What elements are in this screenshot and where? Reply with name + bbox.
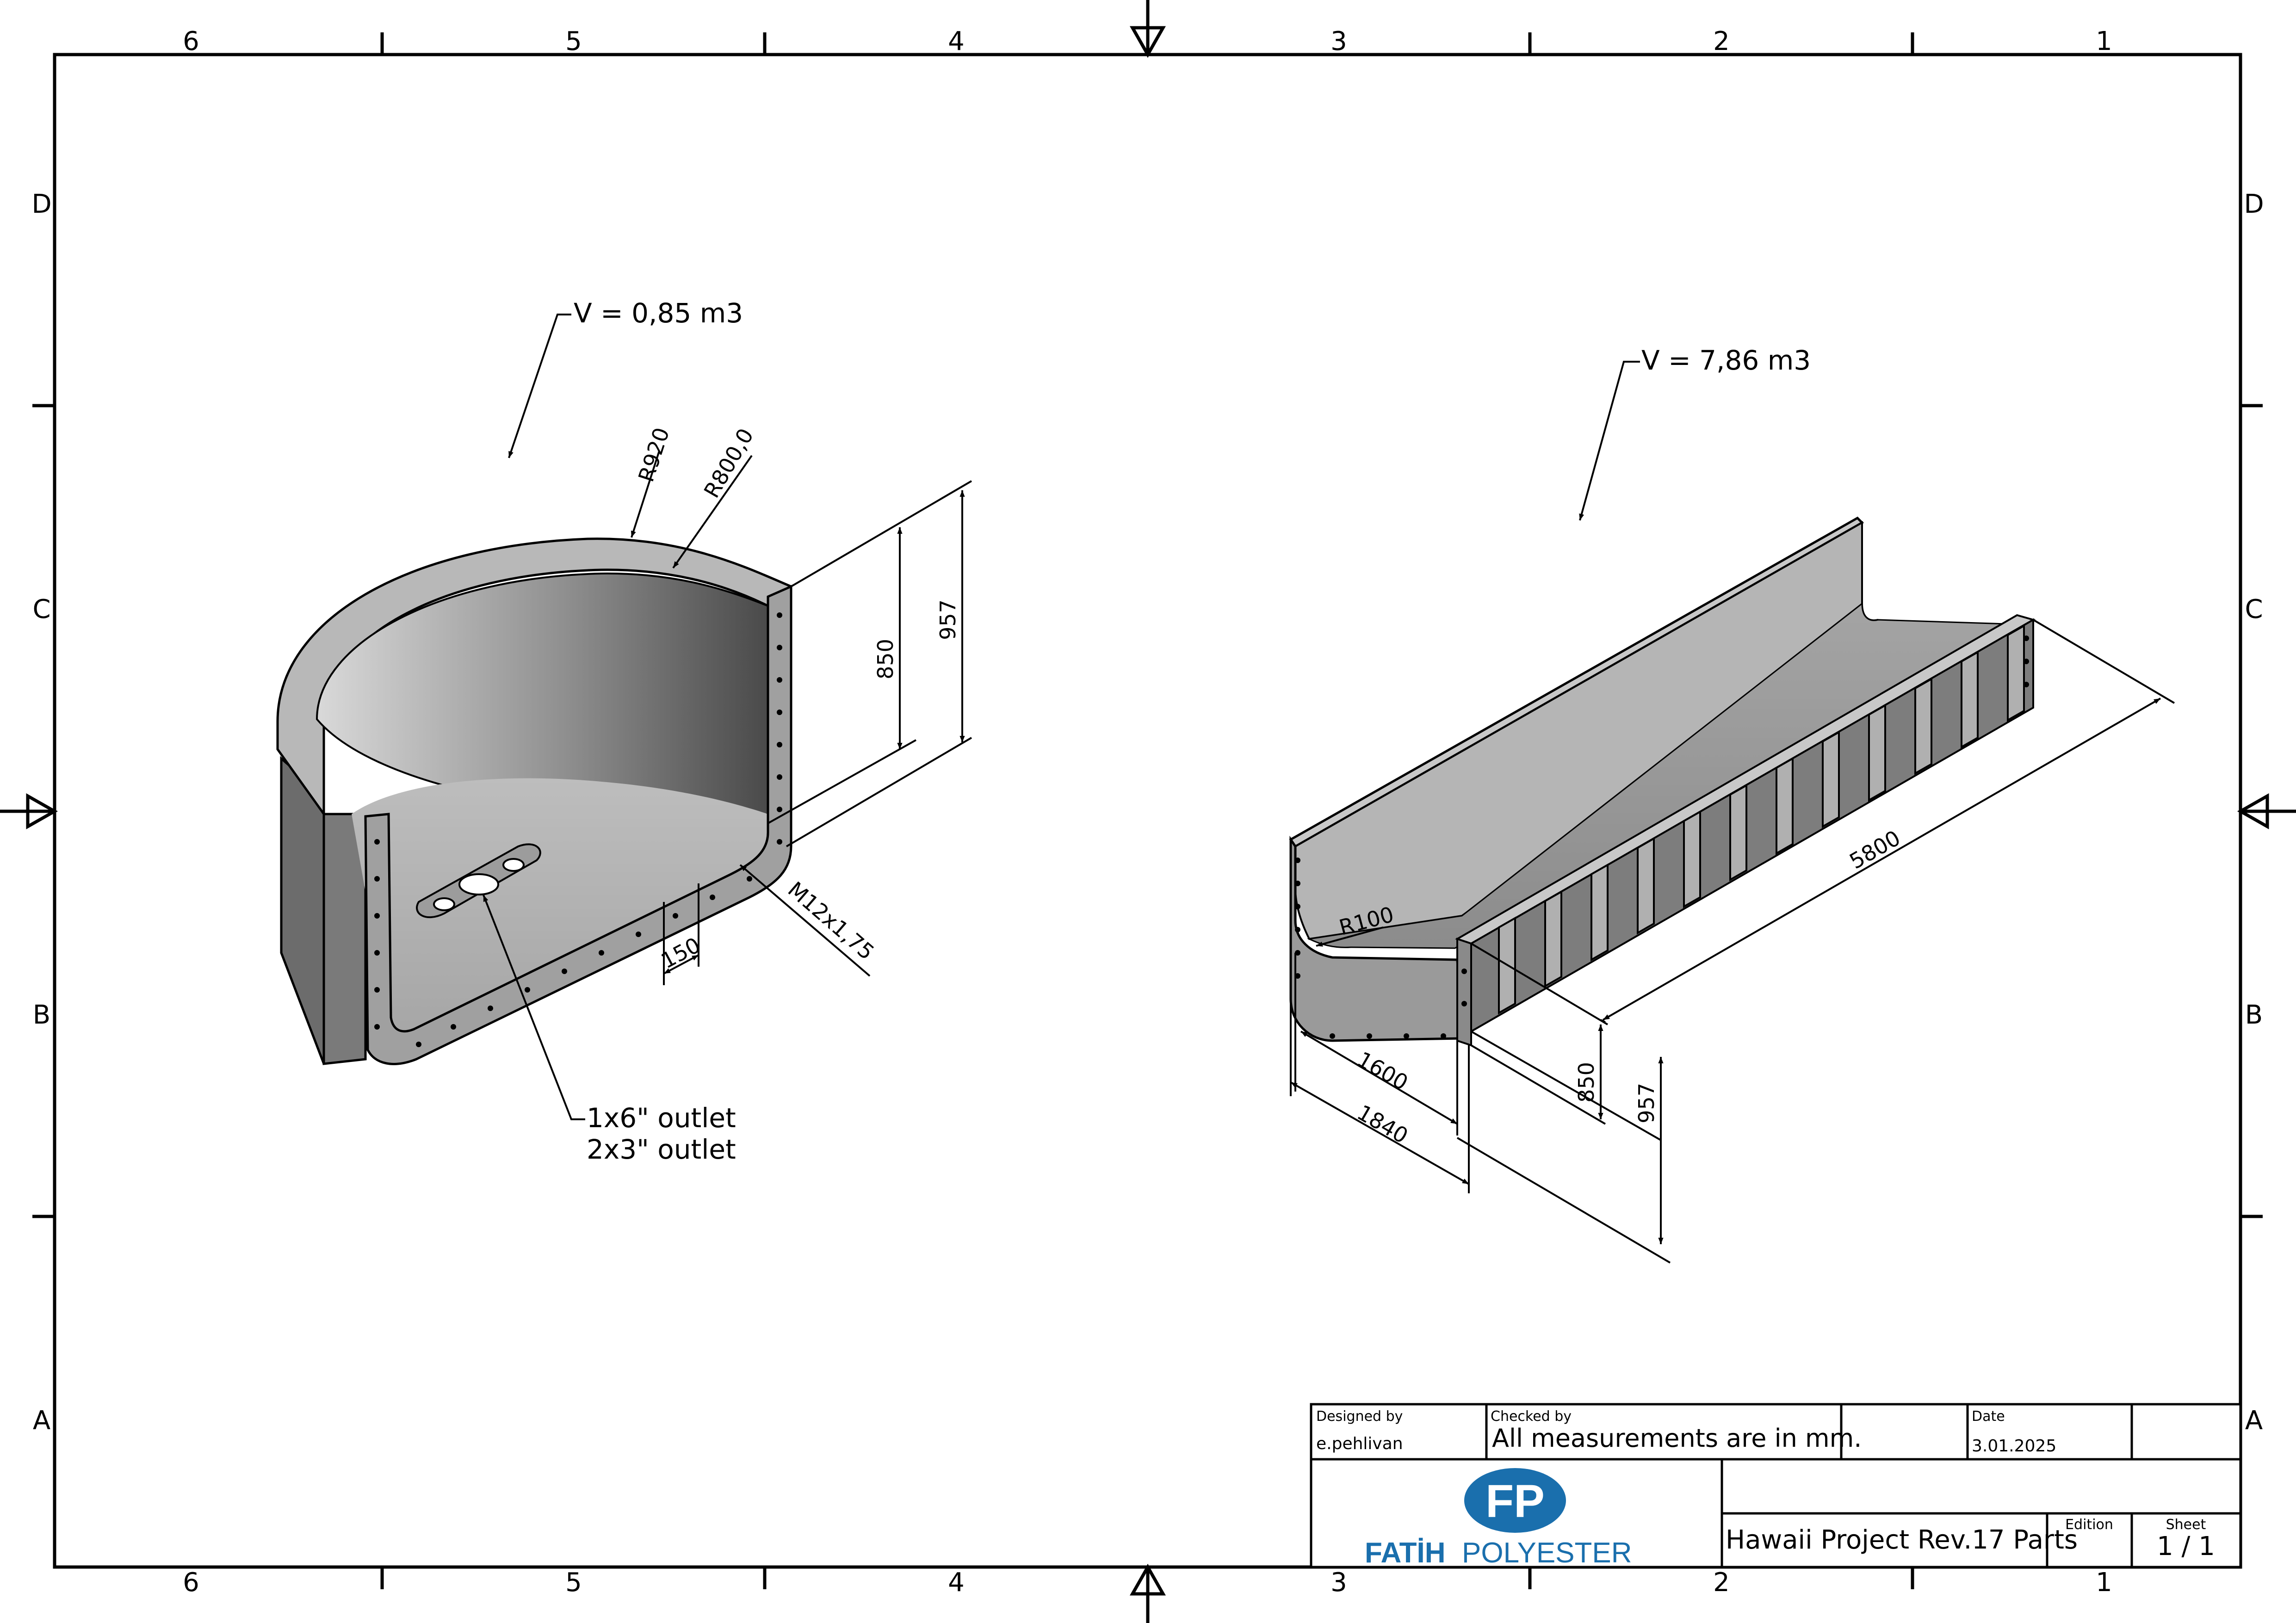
sheet-value: 1 / 1 — [2157, 1531, 2215, 1561]
zone-ticks — [32, 32, 2263, 1589]
checked-by-label: Checked by — [1491, 1408, 1572, 1425]
left-outer-radius-leader — [631, 450, 660, 538]
zone-col-bottom-4: 4 — [948, 1567, 965, 1598]
right-length-dim — [1470, 619, 2175, 1025]
zone-col-top-2: 2 — [1713, 26, 1730, 56]
title-block: Designed by e.pehlivan Checked by All me… — [1310, 1403, 2242, 1569]
zone-col-bottom-2: 2 — [1713, 1567, 1730, 1598]
left-part-view: V = 0,85 m3 R920 R800,0 850 957 M12x1,75… — [276, 297, 972, 1165]
zone-col-top-5: 5 — [565, 26, 582, 56]
right-part-front-wall — [1456, 938, 1472, 1047]
left-part-floor — [352, 778, 768, 1036]
zone-row-left-a: A — [33, 1406, 50, 1436]
designed-by-label: Designed by — [1316, 1408, 1403, 1425]
zone-row-right-d: D — [2244, 189, 2264, 219]
drawing-title: Hawaii Project Rev.17 Parts — [1726, 1525, 2078, 1555]
date-label: Date — [1972, 1408, 2005, 1425]
left-outlet-label-1: 1x6" outlet — [587, 1102, 736, 1134]
left-part-outlets — [416, 843, 541, 919]
left-height-outer-dim: 957 — [935, 599, 960, 640]
date-value: 3.01.2025 — [1972, 1437, 2056, 1456]
left-part-cut-face — [364, 585, 792, 1065]
right-width-inner-dim: 1600 — [1353, 1047, 1412, 1095]
left-outer-radius-dim: R920 — [633, 425, 674, 485]
checked-by-value: All measurements are in mm. — [1492, 1424, 1862, 1453]
sheet-label: Sheet — [2166, 1517, 2206, 1533]
right-volume-label: V = 7,86 m3 — [1641, 345, 1811, 376]
zone-col-top-4: 4 — [948, 26, 965, 56]
zone-col-bottom-3: 3 — [1331, 1567, 1347, 1598]
zone-col-bottom-1: 1 — [2096, 1567, 2112, 1598]
left-height-inner-dim: 850 — [873, 639, 898, 679]
left-outlet-leader — [483, 895, 585, 1120]
left-inner-radius-dim: R800,0 — [699, 424, 759, 502]
right-length-value: 5800 — [1845, 825, 1905, 874]
logo-mark: FP — [1485, 1475, 1545, 1527]
right-radius-leader — [1316, 926, 1384, 947]
right-width-outer-dim: 1840 — [1353, 1100, 1412, 1148]
zone-row-left-c: C — [32, 594, 50, 624]
zone-col-top-1: 1 — [2096, 26, 2112, 56]
zone-col-top-3: 3 — [1331, 26, 1347, 56]
zone-row-right-a: A — [2245, 1406, 2263, 1436]
company-name-light: POLYESTER — [1462, 1537, 1632, 1569]
left-hole-spacing-dim — [663, 883, 699, 985]
left-height-dims — [767, 480, 972, 847]
company-logo: FP FATİH POLYESTER — [1365, 1468, 1632, 1569]
edition-label: Edition — [2065, 1517, 2113, 1533]
right-width-dims — [1290, 953, 1470, 1193]
zone-row-left-b: B — [33, 1000, 50, 1030]
right-height-outer-dim: 957 — [1634, 1083, 1659, 1123]
right-height-inner-dim: 850 — [1574, 1062, 1599, 1103]
designed-by-value: e.pehlivan — [1316, 1434, 1403, 1453]
zone-col-top-6: 6 — [183, 26, 199, 56]
zone-col-bottom-6: 6 — [183, 1567, 199, 1598]
left-outlet-label-2: 2x3" outlet — [587, 1134, 736, 1165]
zone-row-right-c: C — [2245, 594, 2263, 624]
right-height-dims — [1456, 1019, 1671, 1264]
left-thread-dim: M12x1,75 — [783, 877, 879, 965]
company-name-bold: FATİH — [1365, 1537, 1446, 1569]
zone-row-left-d: D — [31, 189, 51, 219]
right-part-view: V = 7,86 m3 R100 5800 1600 1840 — [1289, 345, 2175, 1264]
left-part-bolt-holes — [374, 612, 782, 1047]
right-volume-leader — [1579, 361, 1640, 521]
left-volume-leader — [508, 314, 571, 458]
zone-col-bottom-5: 5 — [565, 1567, 582, 1598]
left-inner-radius-leader — [672, 455, 753, 569]
left-volume-label: V = 0,85 m3 — [574, 297, 743, 329]
zone-row-right-b: B — [2245, 1000, 2263, 1030]
left-thread-leader — [739, 864, 871, 977]
